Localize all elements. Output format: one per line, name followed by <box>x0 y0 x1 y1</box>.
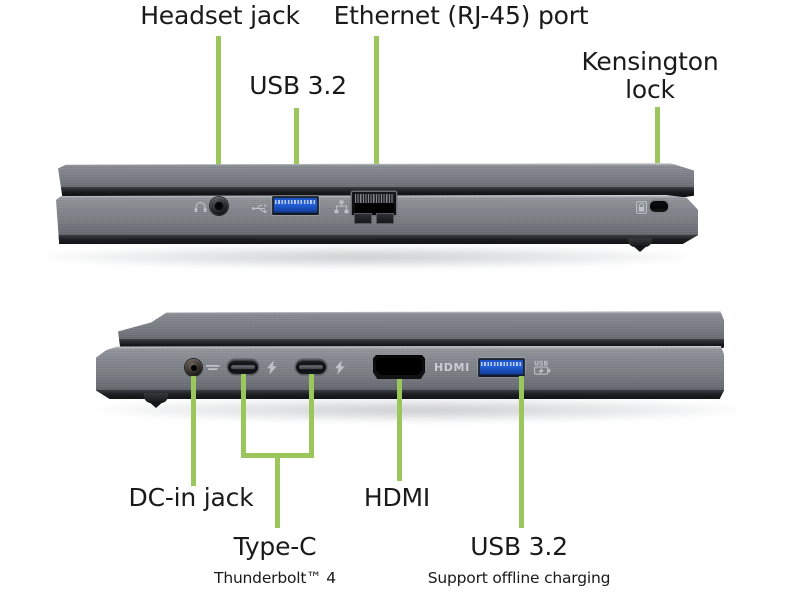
callout-label-dc-in: DC-in jack <box>128 483 254 512</box>
usb-a-port-top-contacts <box>275 199 316 204</box>
lock-icon <box>636 201 647 214</box>
laptop-shadow-top <box>46 246 686 268</box>
hdmi-port[interactable] <box>373 355 425 379</box>
leader-line-ethernet <box>374 36 379 204</box>
usb-c-port-2-tongue <box>299 365 323 369</box>
thunderbolt-icon-2 <box>334 360 346 375</box>
callout-sublabel-usb32-bottom: Support offline charging <box>427 569 611 587</box>
leader-line-type-c-1 <box>241 374 246 456</box>
rubber-foot-bottom <box>144 393 168 403</box>
usb-c-port-2[interactable] <box>296 360 326 374</box>
callout-label-ethernet: Ethernet (RJ-45) port <box>333 1 589 30</box>
laptop-lid-bottom <box>118 311 724 349</box>
usb-a-port-bottom[interactable] <box>478 358 525 377</box>
base-highlight-bottom <box>96 346 724 349</box>
lid-highlight-bottom <box>118 311 724 314</box>
kensington-lock-slot[interactable] <box>650 201 668 212</box>
callout-label-type-c: Type-C <box>233 532 317 561</box>
usb-a-port-top-cavity <box>272 211 319 215</box>
leader-line-type-c-stem <box>275 453 280 528</box>
ethernet-port-jaw-right <box>377 214 393 223</box>
hdmi-port-cavity <box>376 358 422 375</box>
headset-icon <box>193 200 208 215</box>
usb-trident-icon <box>252 203 269 214</box>
base-shadow-edge-top <box>56 235 698 244</box>
network-icon <box>334 200 349 214</box>
usb-c-port-1-tongue <box>231 365 255 369</box>
rubber-foot-top <box>628 238 652 247</box>
usb-battery-charging-icon: USB <box>534 359 552 375</box>
base-shadow-edge-bottom <box>96 390 724 399</box>
lid-highlight-top <box>58 163 694 166</box>
ethernet-port[interactable] <box>352 192 396 215</box>
headset-jack-port[interactable] <box>210 197 228 215</box>
leader-line-headset-jack <box>216 36 221 202</box>
callout-label-hdmi: HDMI <box>363 483 431 512</box>
hdmi-wordmark: HDMI <box>434 361 470 374</box>
leader-line-type-c-2 <box>309 374 314 456</box>
leader-line-hdmi <box>397 379 402 481</box>
usb-a-port-top[interactable] <box>272 196 319 215</box>
svg-text:USB: USB <box>534 360 548 367</box>
thunderbolt-icon-1 <box>266 360 278 375</box>
leader-line-dc-in <box>191 376 196 486</box>
laptop-right-side-view: HDMI USB <box>0 300 760 430</box>
lid-shadow-edge-bottom <box>118 339 724 349</box>
ethernet-port-pins <box>354 194 394 203</box>
laptop-shadow-bottom <box>100 398 740 422</box>
callout-label-usb32-top: USB 3.2 <box>249 71 347 100</box>
dc-in-icon <box>206 364 220 371</box>
usb-c-port-1[interactable] <box>228 360 258 374</box>
callout-sublabel-type-c: Thunderbolt™ 4 <box>214 569 336 587</box>
ethernet-port-jaw-left <box>355 214 371 223</box>
usb-a-port-bottom-contacts <box>481 361 522 366</box>
laptop-left-side-view <box>0 150 740 270</box>
callout-label-usb32-bottom: USB 3.2 <box>470 532 568 561</box>
ethernet-port-cavity <box>354 203 394 213</box>
usb-a-port-bottom-cavity <box>478 373 525 377</box>
headset-jack-hole <box>214 201 224 211</box>
callout-label-headset-jack: Headset jack <box>140 1 300 30</box>
leader-line-usb32-top <box>294 108 299 204</box>
dc-in-jack-port[interactable] <box>185 359 202 376</box>
leader-line-kensington <box>655 107 660 204</box>
leader-line-usb32-bottom <box>519 376 524 528</box>
dc-in-jack-hole <box>190 364 197 371</box>
callout-label-kensington: Kensington lock <box>581 47 719 104</box>
